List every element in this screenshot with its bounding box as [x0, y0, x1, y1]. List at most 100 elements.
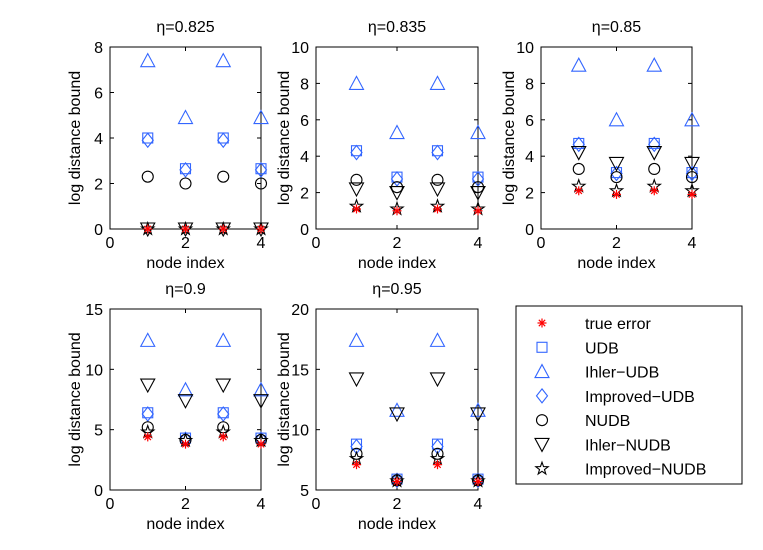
data-point [350, 447, 363, 460]
marker-triangle-down [348, 182, 365, 198]
data-point [685, 165, 699, 182]
marker-asterisk-stroke [257, 225, 265, 233]
legend-label: Improved−NUDB [585, 462, 706, 479]
y-tick-label: 2 [94, 177, 103, 194]
marker-diamond [572, 136, 585, 153]
legend-item: UDB [536, 340, 619, 357]
marker-circle [179, 177, 192, 190]
legend-label: true error [585, 316, 651, 333]
marker-circle [350, 447, 363, 460]
data-point [352, 460, 361, 470]
marker-asterisk-stroke [612, 190, 621, 199]
y-tick-label: 10 [291, 40, 309, 57]
data-point [177, 109, 194, 125]
marker-triangle-down [470, 186, 486, 201]
axes-box [540, 46, 693, 230]
data-point [431, 173, 444, 186]
subplot-title: η=0.85 [592, 19, 641, 36]
y-tick-label: 8 [94, 40, 103, 57]
data-point [648, 162, 661, 175]
legend-item: NUDB [535, 413, 630, 430]
marker-triangle-up [139, 52, 156, 68]
marker-triangle-up [177, 381, 194, 397]
marker-diamond [141, 132, 154, 149]
marker-triangle-down [608, 156, 625, 172]
x-tick-label: 0 [106, 235, 115, 252]
marker-diamond [431, 144, 444, 161]
data-point [470, 402, 486, 417]
data-point [177, 394, 194, 409]
x-tick-label: 2 [393, 496, 402, 513]
y-tick-label: 4 [300, 149, 309, 166]
marker-triangle-up [429, 75, 446, 90]
x-axis-label: node index [577, 255, 655, 272]
marker-diamond [610, 165, 623, 182]
data-point [433, 460, 442, 470]
data-point [470, 186, 486, 201]
x-tick-label: 0 [106, 496, 115, 513]
data-point [470, 407, 486, 423]
data-point [390, 472, 404, 489]
x-tick-label: 0 [312, 235, 321, 252]
data-point [684, 156, 700, 172]
marker-triangle-down [348, 372, 365, 388]
x-tick-label: 4 [257, 235, 266, 252]
subplot-title: η=0.835 [368, 19, 426, 36]
marker-asterisk-stroke [352, 205, 361, 213]
legend-label: NUDB [585, 413, 630, 430]
marker-circle [535, 414, 549, 427]
data-point [253, 381, 269, 397]
marker-circle [648, 162, 661, 175]
data-point [646, 57, 663, 72]
marker-star [534, 460, 550, 476]
marker-diamond [179, 161, 192, 178]
marker-diamond [141, 406, 154, 422]
marker-asterisk-stroke [474, 477, 482, 486]
legend-label: UDB [585, 340, 619, 357]
y-tick-label: 20 [291, 302, 309, 319]
marker-triangle-down [215, 378, 232, 394]
data-point [646, 146, 663, 161]
data-point [471, 472, 485, 489]
marker-asterisk-stroke [219, 433, 227, 441]
marker-triangle-up [215, 332, 232, 347]
marker-triangle-down [253, 394, 269, 409]
marker-circle [431, 173, 444, 186]
data-point [215, 378, 232, 394]
data-point [215, 52, 232, 68]
marker-diamond [471, 171, 485, 187]
data-point [217, 170, 230, 183]
marker-asterisk-stroke [688, 190, 696, 199]
marker-triangle-up [470, 402, 486, 417]
marker-asterisk-stroke [393, 207, 401, 215]
x-tick-label: 4 [474, 496, 483, 513]
marker-triangle-up [253, 109, 269, 125]
data-point [217, 132, 230, 149]
y-tick-label: 4 [94, 131, 103, 148]
x-tick-label: 0 [312, 496, 321, 513]
data-point [389, 407, 405, 423]
marker-asterisk-stroke [181, 440, 190, 448]
y-tick-label: 0 [94, 483, 103, 500]
marker-square [536, 341, 548, 353]
data-point [470, 124, 486, 140]
data-point [179, 177, 192, 190]
y-axis-label: log distance bound [67, 332, 84, 466]
legend-item: Improved−UDB [535, 387, 695, 406]
data-point [139, 378, 156, 394]
data-point [141, 406, 154, 422]
data-point [253, 394, 269, 409]
legend-item: Ihler−NUDB [534, 437, 671, 454]
data-point [348, 75, 365, 90]
data-point [431, 144, 444, 161]
marker-triangle-down [389, 186, 405, 201]
data-point [570, 57, 587, 72]
marker-triangle-up [348, 332, 365, 347]
marker-asterisk-stroke [538, 319, 546, 327]
data-point [254, 161, 268, 178]
axes-box [109, 308, 262, 491]
y-tick-label: 8 [300, 76, 309, 93]
x-axis-label: node index [146, 516, 224, 533]
